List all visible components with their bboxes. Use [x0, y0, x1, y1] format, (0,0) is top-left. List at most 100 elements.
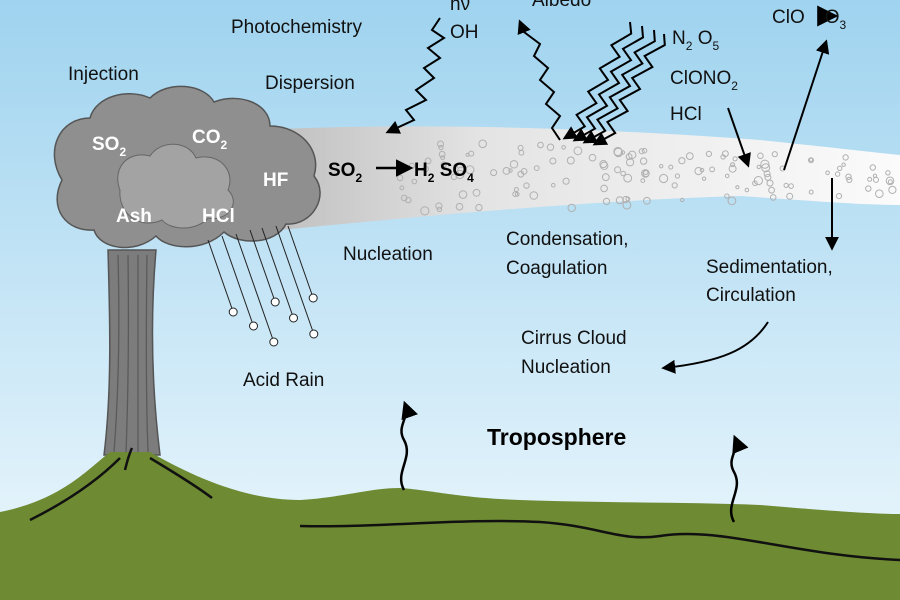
aerosol-droplet [599, 160, 608, 169]
aerosol-droplet [639, 157, 648, 165]
aerosol-droplet [846, 176, 853, 183]
label-oh: OH [450, 22, 479, 43]
aerosol-droplet [643, 196, 651, 205]
aerosol-droplet [600, 161, 609, 171]
aerosol-droplet [642, 170, 650, 178]
aerosol-droplet [641, 147, 648, 154]
aerosol-droplet [566, 156, 575, 165]
aerosol-droplet [614, 166, 622, 174]
aerosol-droplet [529, 191, 539, 200]
aerosol-droplet [465, 165, 475, 175]
aerosol-droplet [638, 148, 645, 155]
aerosol-droplet [640, 178, 646, 184]
aerosol-droplet [727, 196, 737, 206]
aerosol-droplet [537, 141, 544, 149]
acid-rain-streak [235, 233, 275, 343]
aerosol-droplet [567, 203, 576, 213]
label-n2o5: N2 O5 [672, 28, 719, 53]
acid-rain-streaks [207, 225, 319, 347]
aerosol-droplets [396, 139, 897, 216]
label-so2-reactant: SO2 [328, 160, 362, 185]
acid-rain-drop [308, 293, 318, 303]
aerosol-droplet [728, 164, 737, 173]
aerosol-droplet [768, 186, 775, 194]
acid-rain-streak [287, 225, 314, 299]
aerosol-droplet [615, 196, 624, 205]
aerosol-droplet [620, 170, 626, 177]
aerosol-droplet [405, 196, 412, 204]
label-sedimentation: Sedimentation, [706, 257, 833, 278]
acid-rain-streak [261, 227, 294, 319]
plume-gas-hcl: HCl [202, 206, 235, 227]
aerosol-droplet [757, 152, 764, 160]
aerosol-droplet [455, 202, 464, 211]
aerosol-droplet [730, 162, 736, 168]
label-coagulation: Coagulation [506, 258, 607, 279]
aerosol-droplet [761, 163, 771, 173]
solar-wave-arrow [582, 29, 656, 144]
aerosol-droplet [753, 176, 764, 186]
aerosol-droplet [600, 184, 608, 193]
aerosol-droplet [760, 159, 770, 169]
aerosol-droplet [783, 182, 789, 188]
label-h2so4-product: H2 SO4 [414, 160, 474, 185]
plume-gas-co2: CO2 [192, 127, 228, 152]
aerosol-droplet [668, 164, 674, 170]
aerosol-droplet [438, 150, 446, 158]
aerosol-droplet [424, 157, 432, 165]
aerosol-droplet [622, 200, 632, 210]
aerosol-droplet [873, 176, 879, 183]
heat-arrow-left [399, 400, 418, 491]
photochem-wave-arrow [385, 17, 446, 134]
column-streaks [113, 254, 149, 453]
aerosol-droplet [674, 173, 681, 179]
aerosol-droplet [837, 165, 843, 172]
aerosol-droplet [756, 164, 761, 170]
aerosol-droplet [601, 173, 610, 182]
aerosol-droplet [825, 170, 830, 176]
aerosol-droplet [869, 164, 876, 171]
acid-rain-drop [270, 297, 280, 307]
aerosol-droplet [705, 150, 713, 157]
aerosol-droplet [659, 173, 669, 184]
aerosol-droplet [512, 191, 519, 198]
label-injection: Injection [68, 64, 139, 85]
aerosol-droplet [835, 193, 843, 200]
aerosol-droplet [885, 176, 895, 186]
aerosol-droplet [724, 193, 730, 199]
aerosol-droplet [523, 182, 530, 189]
aerosol-droplet [399, 185, 405, 191]
aerosol-droplet [694, 167, 703, 176]
aerosol-droplet [888, 185, 897, 194]
label-circulation: Circulation [706, 285, 796, 306]
aerosol-droplet [885, 170, 891, 176]
aerosol-droplet [623, 173, 633, 183]
aerosol-droplet [573, 146, 583, 156]
aerosol-droplet [808, 189, 814, 195]
aerosol-droplet [509, 160, 519, 169]
aerosol-droplet [709, 166, 715, 173]
solar-wave-arrow [572, 25, 645, 142]
label-cirrus-2: Nucleation [521, 357, 611, 378]
aerosol-droplet [841, 162, 846, 167]
aerosol-droplet [622, 195, 630, 204]
aerosol-droplet [458, 190, 468, 199]
aerosol-droplet [520, 168, 528, 175]
acid-rain-drop [228, 307, 238, 317]
aerosol-droplet [724, 173, 730, 179]
aerosol-droplet [546, 143, 555, 151]
aerosol-droplet [450, 173, 458, 181]
label-cirrus-1: Cirrus Cloud [521, 328, 627, 349]
plume-gas-ash: Ash [116, 206, 152, 227]
aerosol-droplet [518, 149, 525, 156]
aerosol-droplet [875, 189, 884, 198]
acid-rain-drop [269, 337, 279, 347]
aerosol-droplet [771, 151, 778, 158]
label-hv: hν [450, 0, 470, 15]
aerosol-droplet [490, 169, 498, 177]
aerosol-droplet [752, 180, 758, 187]
aerosol-droplet [671, 182, 678, 189]
acid-rain-drop [309, 329, 319, 339]
aerosol-droplet [420, 206, 430, 216]
aerosol-droplet [735, 185, 740, 190]
